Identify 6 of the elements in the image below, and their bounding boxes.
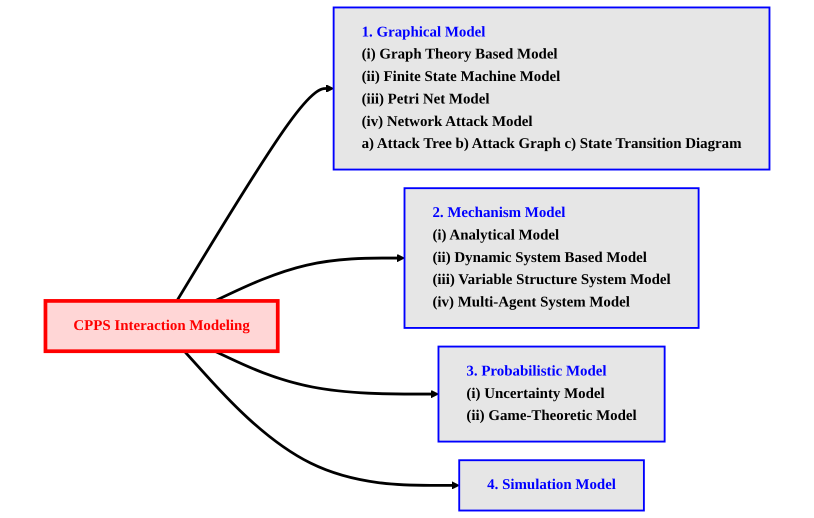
- node-box: 1. Graphical Model (i) Graph Theory Based Model (ii) Finite State Machine Model (iii) Petri Net Model (iv) Network Attack Model a) Attack Tree b) Attack Graph c) State Transition Diagram: [332, 6, 770, 170]
- node-box: 3. Probabilistic Model (i) Uncertainty Model (ii) Game-Theoretic Model: [437, 346, 666, 443]
- node-box: 2. Mechanism Model (i) Analytical Model (ii) Dynamic System Based Model (iii) Variable Structure System Model (iv) Multi-Agent System Model: [403, 187, 700, 329]
- arrow: [182, 350, 460, 490]
- node-box: CPPS Interaction Modeling: [43, 299, 280, 354]
- node-box: 4. Simulation Model: [458, 459, 644, 512]
